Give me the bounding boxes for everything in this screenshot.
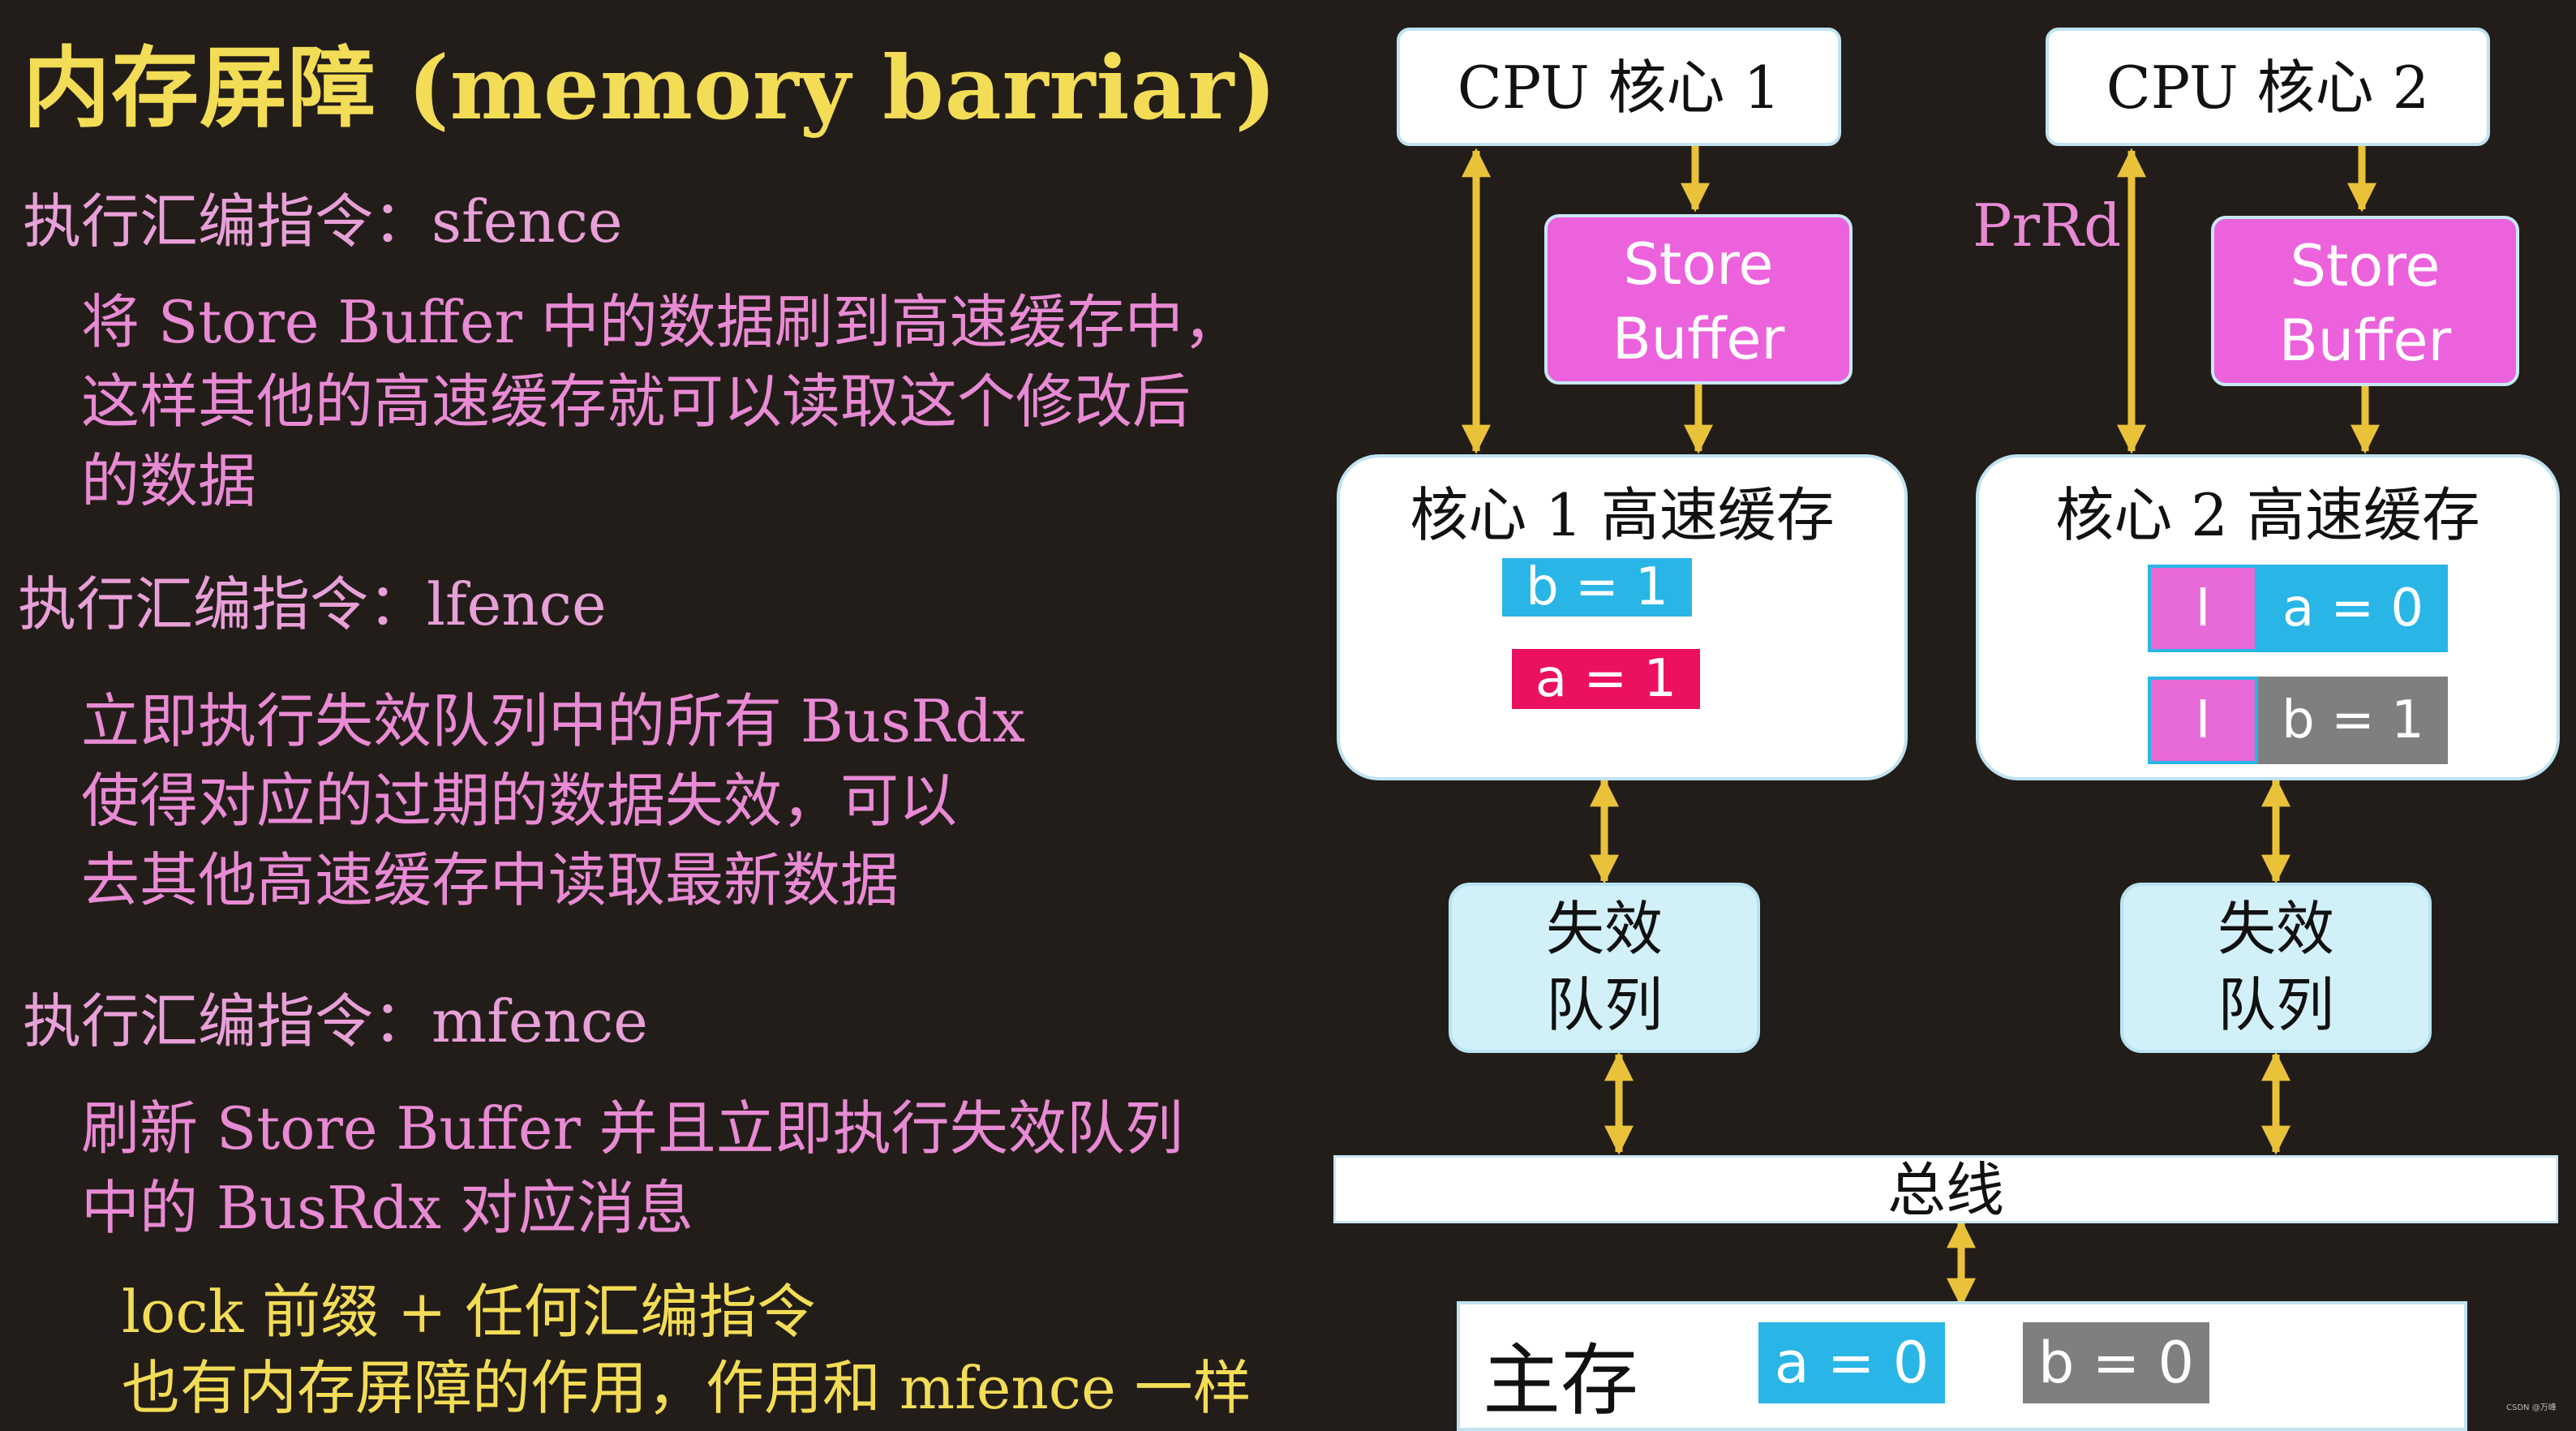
inval-queue-2-line-2: 队列: [2217, 971, 2334, 1039]
lfence-line-2: 使得对应的过期的数据失效，可以: [81, 767, 958, 835]
store-buffer-1: Store Buffer: [1544, 214, 1853, 385]
cache2-row-a-value: a = 0: [2258, 565, 2448, 652]
invalidation-queue-1: 失效 队列: [1449, 883, 1760, 1053]
core-2-cache-title: 核心 2 高速缓存: [2055, 481, 2480, 549]
cache1-entry-a: a = 1: [1512, 649, 1700, 709]
sfence-line-3: 的数据: [81, 447, 257, 515]
cache2-row-a: I a = 0: [2148, 565, 2448, 652]
cpu-core-2: CPU 核心 2: [2046, 28, 2490, 146]
cpu-core-1: CPU 核心 1: [1397, 28, 1841, 146]
sfence-description: 将 Store Buffer 中的数据刷到高速缓存中， 这样其他的高速缓存就可以…: [81, 282, 1242, 521]
sfence-line-1: 将 Store Buffer 中的数据刷到高速缓存中，: [81, 288, 1242, 356]
lock-note: lock 前缀 + 任何汇编指令 也有内存屏障的作用，作用和 mfence 一样: [122, 1274, 1252, 1426]
store-buffer-2-line-2: Buffer: [2278, 307, 2452, 374]
invalidation-queue-2: 失效 队列: [2120, 883, 2432, 1053]
sfence-heading: 执行汇编指令：sfence: [23, 187, 623, 256]
memory-entry-a: a = 0: [1758, 1322, 1945, 1403]
lfence-line-1: 立即执行失效队列中的所有 BusRdx: [81, 687, 1026, 755]
cache2-row-a-state: I: [2148, 565, 2258, 652]
lfence-heading: 执行汇编指令：lfence: [18, 570, 607, 638]
inval-queue-1-line-2: 队列: [1545, 971, 1663, 1039]
mfence-line-1: 刷新 Store Buffer 并且立即执行失效队列: [81, 1094, 1183, 1162]
mfence-line-2: 中的 BusRdx 对应消息: [81, 1174, 693, 1242]
main-memory-label: 主存: [1483, 1335, 1638, 1426]
inval-queue-2-line-1: 失效: [2217, 895, 2334, 963]
sfence-line-2: 这样其他的高速缓存就可以读取这个修改后: [81, 367, 1191, 436]
system-bus: 总线: [1333, 1155, 2558, 1223]
store-buffer-1-line-2: Buffer: [1612, 306, 1785, 372]
lock-note-line-1: lock 前缀 + 任何汇编指令: [122, 1278, 816, 1346]
slide-title: 内存屏障 (memory barriar): [23, 37, 1277, 140]
main-memory: 主存 a = 0 b = 0: [1457, 1301, 2467, 1431]
store-buffer-2: Store Buffer: [2211, 216, 2519, 386]
prrd-label: PrRd: [1973, 191, 2122, 260]
inval-queue-1-line-1: 失效: [1545, 895, 1663, 963]
memory-entry-b: b = 0: [2023, 1322, 2209, 1403]
cache1-entry-b: b = 1: [1502, 558, 1692, 617]
cache2-row-b: I b = 1: [2148, 677, 2448, 764]
store-buffer-2-line-1: Store: [2290, 233, 2441, 299]
watermark: CSDN @万峰: [2506, 1403, 2557, 1412]
lfence-description: 立即执行失效队列中的所有 BusRdx 使得对应的过期的数据失效，可以 去其他高…: [81, 681, 1025, 920]
lock-note-line-2: 也有内存屏障的作用，作用和 mfence 一样: [122, 1354, 1252, 1422]
mfence-description: 刷新 Store Buffer 并且立即执行失效队列 中的 BusRdx 对应消…: [81, 1089, 1183, 1248]
cache2-row-b-state: I: [2148, 677, 2258, 764]
core-2-cache: 核心 2 高速缓存 I a = 0 I b = 1: [1976, 454, 2560, 780]
cache2-row-b-value: b = 1: [2258, 677, 2448, 764]
lfence-line-3: 去其他高速缓存中读取最新数据: [81, 846, 899, 914]
store-buffer-1-line-1: Store: [1623, 231, 1774, 298]
mfence-heading: 执行汇编指令：mfence: [23, 987, 648, 1055]
core-1-cache-title: 核心 1 高速缓存: [1410, 481, 1835, 549]
core-1-cache: 核心 1 高速缓存 b = 1 a = 1: [1337, 454, 1908, 780]
